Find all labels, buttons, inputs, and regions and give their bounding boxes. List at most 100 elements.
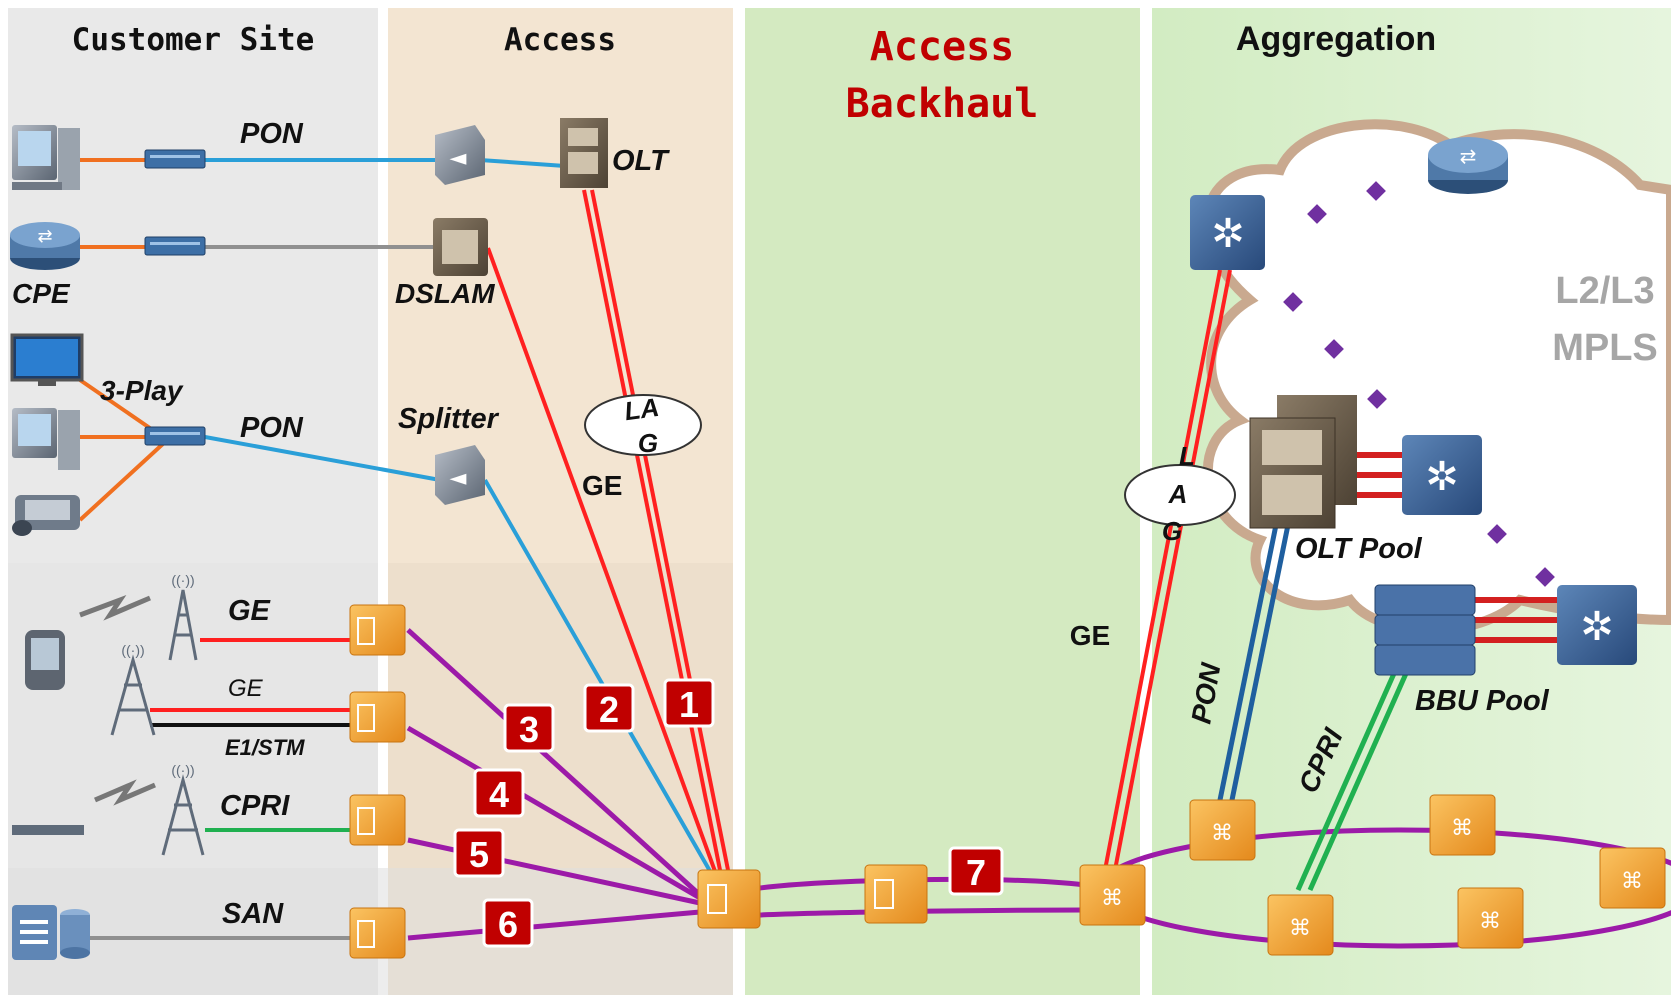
lag-bubble-aggregation: [1124, 464, 1236, 526]
cell-tower-icon: ((·)): [110, 642, 156, 736]
mpls-label: MPLS: [1552, 327, 1658, 369]
wireless-signal-icon: [79, 594, 151, 621]
cell-tower-icon: ((·)): [168, 572, 198, 661]
modem-icon: [144, 236, 206, 256]
csg-device: [349, 794, 406, 846]
backhaul-csg-device: [864, 864, 928, 924]
badge-6: 6: [482, 898, 534, 948]
svg-text:⌘: ⌘: [1211, 821, 1233, 846]
svg-text:((·)): ((·)): [121, 642, 144, 658]
ge-access-label: GE: [582, 470, 622, 501]
three-play-label: 3-Play: [100, 375, 184, 406]
mpls-dotted-links: [1283, 181, 1555, 587]
wireless-signal-icon: [94, 779, 156, 806]
cpri-left-label: CPRI: [220, 790, 290, 822]
badge-2: 2: [583, 683, 635, 733]
san-label: SAN: [222, 898, 284, 930]
access-backhaul-title-line1: Access: [870, 24, 1015, 70]
modem-icon: [144, 149, 206, 169]
lag-label-agg-g: G: [1162, 516, 1182, 546]
svg-text:⌘: ⌘: [1621, 869, 1643, 894]
svg-text:◄: ◄: [450, 146, 467, 171]
svg-text:5: 5: [469, 834, 489, 875]
access-backhaul-panel: [745, 8, 1140, 995]
agg-ring-device: ⌘: [1267, 894, 1334, 956]
svg-text:⇄: ⇄: [1460, 144, 1477, 168]
agg-ring-device: ⌘: [1599, 847, 1666, 909]
aggregation-switch-icon: ✲: [1402, 435, 1482, 515]
customer-site-title: Customer Site: [72, 22, 315, 58]
bbu-pool-label: BBU Pool: [1415, 685, 1550, 717]
svg-text:⌘: ⌘: [1101, 886, 1123, 911]
svg-text:2: 2: [599, 689, 619, 730]
ge-mobile2-label: GE: [228, 675, 264, 702]
olt-icon: [560, 118, 608, 188]
svg-text:7: 7: [966, 852, 986, 893]
mpls-cloud: [1202, 119, 1671, 635]
e1stm-label: E1/STM: [225, 735, 305, 760]
svg-text:⇄: ⇄: [37, 226, 52, 247]
svg-text:((·)): ((·)): [171, 762, 194, 778]
tv-icon: [10, 333, 84, 386]
aggregation-switch-icon: ✲: [1557, 585, 1637, 665]
dslam-label: DSLAM: [395, 278, 495, 309]
badge-1: 1: [663, 678, 715, 728]
splitter-icon: ◄: [435, 125, 485, 185]
agg-ring-device: ⌘: [1189, 799, 1256, 861]
svg-text:⌘: ⌘: [1451, 816, 1473, 841]
l2l3-label: L2/L3: [1555, 270, 1654, 312]
pon-mid-label: PON: [240, 412, 304, 444]
core-router-icon: ⇄: [1428, 137, 1508, 194]
pc-icon: [12, 408, 80, 470]
cpe-label: CPE: [12, 278, 71, 309]
bbu-pool-icon: [1374, 584, 1476, 676]
svg-text:1: 1: [679, 684, 699, 725]
ge-mobile-label: GE: [228, 595, 272, 627]
svg-text:◄: ◄: [450, 466, 467, 491]
badge-7: 7: [948, 846, 1004, 896]
svg-text:⌘: ⌘: [1479, 909, 1501, 934]
lag-label-agg-l: L: [1179, 441, 1195, 471]
splitter-icon: ◄: [435, 445, 485, 505]
svg-text:6: 6: [498, 904, 518, 945]
access-backhaul-title-line2: Backhaul: [846, 81, 1039, 127]
svg-text:⌘: ⌘: [1289, 916, 1311, 941]
lag-label-agg-a: A: [1168, 479, 1188, 509]
svg-text:✲: ✲: [1211, 211, 1245, 257]
agg-ring-device: ⌘: [1457, 887, 1524, 949]
olt-label: OLT: [612, 145, 670, 177]
badge-4: 4: [473, 768, 525, 818]
hub-csg-device: [697, 869, 761, 929]
lag-label-access-2: G: [638, 428, 658, 458]
csg-device: [349, 907, 406, 959]
svg-text:3: 3: [519, 709, 539, 750]
olt-pool-label: OLT Pool: [1295, 533, 1423, 565]
svg-text:✲: ✲: [1580, 604, 1614, 650]
aggregation-switch-icon: ✲: [1190, 195, 1265, 270]
csg-device: [349, 691, 406, 743]
customer-site-panel: [8, 8, 378, 563]
badge-5: 5: [453, 828, 505, 878]
svg-text:4: 4: [489, 774, 509, 815]
aggregation-title: Aggregation: [1236, 20, 1436, 58]
svg-text:✲: ✲: [1425, 454, 1459, 500]
splitter-label: Splitter: [398, 403, 500, 435]
ge-aggregation-label: GE: [1070, 620, 1110, 651]
pc-icon: [12, 125, 80, 190]
laptop-icon: [12, 825, 84, 835]
agg-ring-device: ⌘: [1079, 864, 1146, 926]
svg-text:((·)): ((·)): [171, 572, 194, 588]
badge-3: 3: [503, 703, 555, 753]
pon-top-label: PON: [240, 118, 304, 150]
mobile-phone-icon: [25, 630, 65, 690]
router-icon: ⇄: [10, 222, 80, 270]
storage-icon: [12, 905, 90, 960]
agg-ring-device: ⌘: [1429, 794, 1496, 856]
dslam-icon: [433, 218, 488, 276]
phone-icon: [12, 495, 80, 536]
lag-bubble-access: [584, 394, 702, 456]
csg-device: [349, 604, 406, 656]
cell-tower-icon: ((·)): [161, 762, 205, 856]
links: [78, 158, 1671, 949]
lag-label-access-1: LA: [622, 392, 661, 427]
